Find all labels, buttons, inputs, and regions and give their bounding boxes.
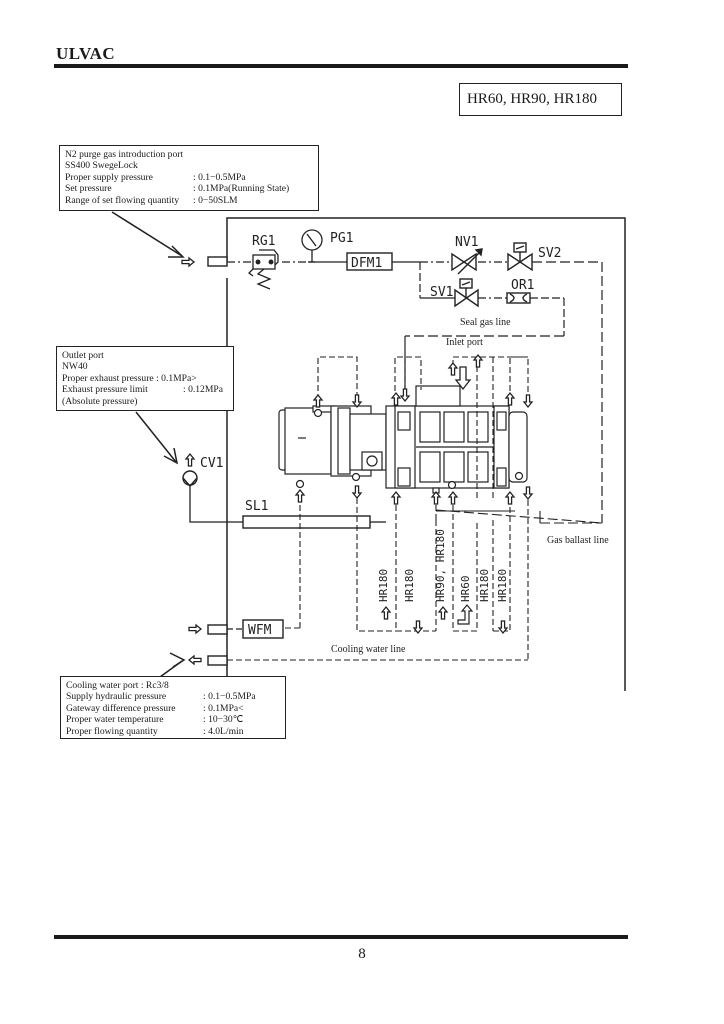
dfm1-label: DFM1 bbox=[351, 256, 382, 271]
needle-valve-nv1-icon bbox=[451, 248, 483, 275]
spec-key: Proper exhaust pressure bbox=[62, 372, 154, 384]
cooling-water-note: Cooling water port : Rc3/8 Supply hydrau… bbox=[60, 676, 286, 739]
spec-value: : 0.1MPa< bbox=[203, 702, 244, 714]
solenoid-valve-sv2-icon bbox=[507, 242, 533, 272]
model-tag: HR180 bbox=[496, 569, 509, 602]
spec-value: : 4.0L/min bbox=[203, 725, 244, 737]
silencer-sl1 bbox=[242, 515, 371, 529]
spec-key: Proper supply pressure bbox=[65, 171, 153, 183]
check-valve-cv1-icon bbox=[182, 470, 198, 488]
vacuum-pump-body bbox=[278, 385, 528, 494]
bend-arrow-icon bbox=[457, 604, 474, 625]
note-connector: NW40 bbox=[62, 361, 88, 373]
n2-purge-note: N2 purge gas introduction port SS400 Swe… bbox=[59, 145, 319, 211]
spec-key: Gateway difference pressure bbox=[66, 702, 176, 714]
water-flow-meter-wfm bbox=[242, 619, 284, 639]
pressure-gauge-pg1-icon bbox=[301, 229, 323, 263]
spec-key: Range of set flowing quantity bbox=[65, 194, 180, 206]
footer-rule bbox=[54, 935, 628, 939]
spec-value: : 0.1MPa(Running State) bbox=[193, 183, 290, 195]
note-connector: SS400 SwegeLock bbox=[65, 160, 138, 172]
outlet-port-note: Outlet port NW40 Proper exhaust pressure… bbox=[56, 346, 234, 411]
model-tag: HR60 bbox=[459, 576, 472, 603]
wfm-label: WFM bbox=[248, 623, 272, 638]
page-number: 8 bbox=[358, 946, 366, 962]
n2-purge-port bbox=[181, 256, 228, 267]
spec-value: : 0.12MPa bbox=[183, 384, 223, 396]
sv2-label: SV2 bbox=[538, 246, 561, 261]
callout-leader bbox=[135, 411, 177, 463]
brand-logo: ULVAC bbox=[56, 44, 116, 63]
inlet-port-label: Inlet port bbox=[446, 337, 483, 348]
callout-leader bbox=[111, 211, 183, 257]
model-tag: HR180 bbox=[403, 569, 416, 602]
seal-gas-line-label: Seal gas line bbox=[460, 317, 511, 328]
regulator-rg1-icon bbox=[248, 249, 279, 290]
gas-ballast-line-label: Gas ballast line bbox=[547, 535, 609, 546]
spec-value: : 0−50SLM bbox=[193, 194, 238, 206]
model-tag: HR180 bbox=[478, 569, 491, 602]
model-tag: HR180 bbox=[377, 569, 390, 602]
spec-value: : 0.1−0.5MPa bbox=[193, 171, 246, 183]
flow-meter-dfm1 bbox=[346, 252, 393, 271]
orifice-or1-icon bbox=[506, 292, 531, 304]
note-title: Outlet port bbox=[62, 350, 104, 361]
spec-value: : 10−30℃ bbox=[203, 714, 244, 726]
note-title: Cooling water port : Rc3/8 bbox=[66, 680, 169, 691]
solenoid-valve-sv1-icon bbox=[454, 278, 479, 308]
model-list-box: HR60, HR90, HR180 bbox=[459, 83, 622, 116]
inlet-arrow-icon bbox=[454, 366, 472, 391]
model-tags: HR180 HR180 HR90, HR180 HR60 HR180 HR180 bbox=[377, 529, 509, 602]
sv1-label: SV1 bbox=[430, 285, 453, 300]
cooling-water-line-label: Cooling water line bbox=[331, 644, 406, 655]
cooling-outlet-port bbox=[207, 655, 228, 666]
note-title: N2 purge gas introduction port bbox=[65, 149, 184, 160]
cooling-inlet-port bbox=[207, 624, 228, 635]
spec-value: : 0.1−0.5MPa bbox=[203, 691, 256, 703]
spec-key: Exhaust pressure limit bbox=[62, 384, 148, 396]
spec-key: Proper flowing quantity bbox=[66, 725, 158, 737]
inflow-arrow-icon bbox=[181, 257, 195, 267]
spec-key: Supply hydraulic pressure bbox=[66, 691, 167, 703]
nv1-label: NV1 bbox=[455, 235, 478, 250]
cv1-label: CV1 bbox=[200, 456, 223, 471]
model-tag: HR90, HR180 bbox=[434, 529, 447, 602]
pg1-label: PG1 bbox=[330, 231, 353, 246]
spec-key: Set pressure bbox=[65, 183, 112, 195]
rg1-label: RG1 bbox=[252, 234, 275, 249]
or1-label: OR1 bbox=[511, 278, 534, 293]
header-rule bbox=[54, 64, 628, 68]
spec-key: Proper water temperature bbox=[66, 714, 164, 726]
spec-value: : 0.1MPa> bbox=[156, 372, 197, 384]
sl1-label: SL1 bbox=[245, 499, 268, 514]
note-footnote: (Absolute pressure) bbox=[62, 395, 138, 407]
